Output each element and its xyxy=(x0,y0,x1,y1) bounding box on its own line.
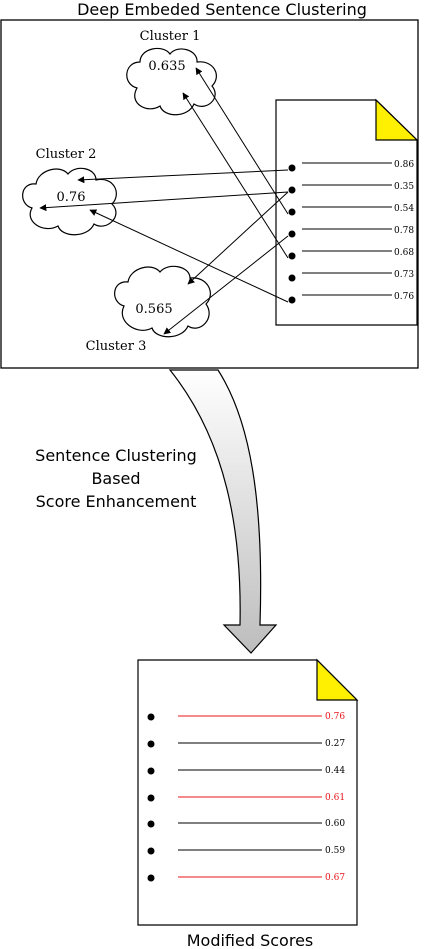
original-bullet xyxy=(288,230,296,238)
cluster-3-cloud xyxy=(114,265,211,338)
cluster-1-score: 0.635 xyxy=(148,59,185,74)
assignment-arrow xyxy=(182,92,289,259)
assignment-arrow xyxy=(195,67,289,215)
cluster-1-cloud xyxy=(126,47,217,116)
modified-bullet xyxy=(147,713,155,721)
original-document-fold-corner xyxy=(375,98,419,141)
original-bullet xyxy=(288,296,296,304)
assignment-arrow xyxy=(163,235,289,335)
process-label-line-2: Based xyxy=(91,469,140,488)
cluster-2: Cluster 2 0.76 xyxy=(22,147,117,236)
original-document: 0.86 0.35 0.54 0.78 0.68 0.73 0.76 xyxy=(275,98,419,326)
original-score: 0.86 xyxy=(394,160,414,170)
process-label: Sentence Clustering Based Score Enhancem… xyxy=(35,446,197,511)
cluster-3-label: Cluster 3 xyxy=(86,339,147,354)
modified-document: 0.76 0.27 0.44 0.61 0.60 0.59 0.67 xyxy=(137,658,359,926)
cluster-2-cloud xyxy=(22,167,117,236)
clustering-frame xyxy=(0,19,419,369)
original-score: 0.78 xyxy=(394,226,414,236)
cluster-3: Cluster 3 0.565 xyxy=(86,265,211,354)
original-bullet xyxy=(288,208,296,216)
modified-document-page xyxy=(137,659,358,926)
process-arrow xyxy=(168,369,278,654)
modified-bullet xyxy=(147,820,155,828)
original-score: 0.68 xyxy=(394,248,414,258)
original-bullet xyxy=(288,186,296,194)
modified-bullet xyxy=(147,740,155,748)
cluster-3-score: 0.565 xyxy=(135,302,172,317)
assignment-arrow xyxy=(89,209,289,303)
original-score: 0.35 xyxy=(394,182,414,192)
modified-score: 0.61 xyxy=(325,793,345,803)
original-score: 0.54 xyxy=(394,204,414,214)
modified-scores-caption: Modified Scores xyxy=(187,931,314,949)
modified-score: 0.60 xyxy=(325,819,345,829)
original-score: 0.73 xyxy=(394,270,414,280)
original-bullet xyxy=(288,274,296,282)
modified-sentence-rows: 0.76 0.27 0.44 0.61 0.60 0.59 0.67 xyxy=(147,712,345,883)
original-score: 0.76 xyxy=(394,292,414,302)
modified-score: 0.44 xyxy=(325,766,345,776)
modified-bullet xyxy=(147,767,155,775)
modified-bullet xyxy=(147,874,155,882)
process-label-line-1: Sentence Clustering xyxy=(35,446,197,465)
diagram-title: Deep Embeded Sentence Clustering xyxy=(77,0,367,19)
modified-score: 0.27 xyxy=(325,739,345,749)
assignment-arrow xyxy=(39,191,289,212)
assignment-arrow xyxy=(187,191,289,285)
cluster-assignment-arrows xyxy=(39,67,289,335)
cluster-1: Cluster 1 0.635 xyxy=(126,29,217,116)
original-bullet xyxy=(288,252,296,260)
process-label-line-3: Score Enhancement xyxy=(36,492,197,511)
cluster-2-label: Cluster 2 xyxy=(36,147,97,162)
modified-score: 0.67 xyxy=(325,873,345,883)
original-document-page xyxy=(275,99,418,326)
modified-bullet xyxy=(147,847,155,855)
assignment-arrow xyxy=(77,169,289,184)
original-sentence-rows: 0.86 0.35 0.54 0.78 0.68 0.73 0.76 xyxy=(288,160,414,304)
modified-score: 0.59 xyxy=(325,846,345,856)
modified-score: 0.76 xyxy=(325,712,345,722)
cluster-1-label: Cluster 1 xyxy=(140,29,201,44)
cluster-2-score: 0.76 xyxy=(57,190,86,205)
modified-document-fold-corner xyxy=(316,658,359,701)
original-bullet xyxy=(288,164,296,172)
modified-bullet xyxy=(147,794,155,802)
